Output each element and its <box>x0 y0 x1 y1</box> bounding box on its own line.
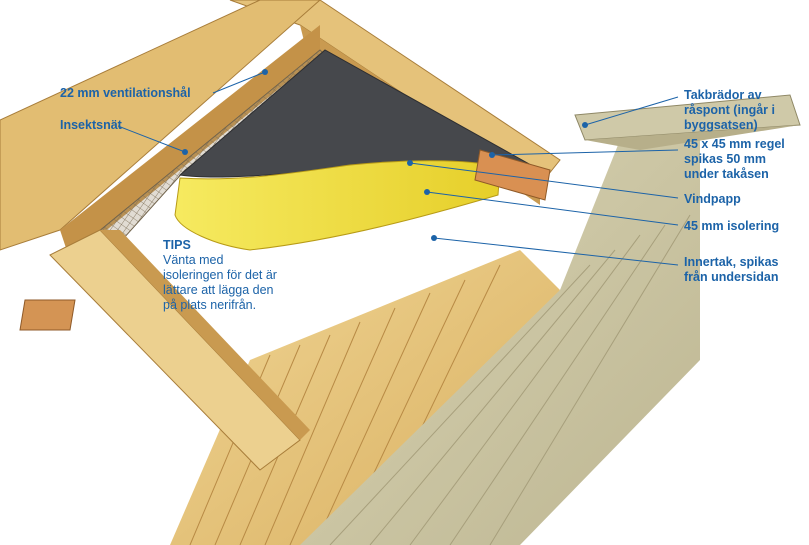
leader-lines <box>117 71 679 266</box>
label-ventilation: 22 mm ventilationshål <box>60 86 191 100</box>
tips-body: Vänta med isoleringen för det är lättare… <box>163 253 277 312</box>
left-edge-board <box>19 299 76 331</box>
label-stud: 45 x 45 mm regel spikas 50 mm under takå… <box>684 137 785 181</box>
tips-note: TIPS Vänta med isoleringen för det är lä… <box>163 238 283 313</box>
leader-markers <box>182 69 588 241</box>
label-insect-net: Insektsnät <box>60 118 122 132</box>
label-insulation: 45 mm isolering <box>684 219 780 233</box>
tips-heading: TIPS <box>163 238 191 252</box>
stud-45x45 <box>474 149 551 201</box>
label-roof-boards: Takbrädor av råspont (ingår i byggsatsen… <box>684 88 775 132</box>
bottom-beam <box>49 229 310 471</box>
label-inner-ceiling: Innertak, spikas från undersidan <box>684 255 779 284</box>
left-beam <box>0 0 321 260</box>
inner-ceiling-boards <box>170 250 560 545</box>
label-wind-paper: Vindpapp <box>684 192 741 206</box>
weathered-roof-boards <box>300 94 801 545</box>
